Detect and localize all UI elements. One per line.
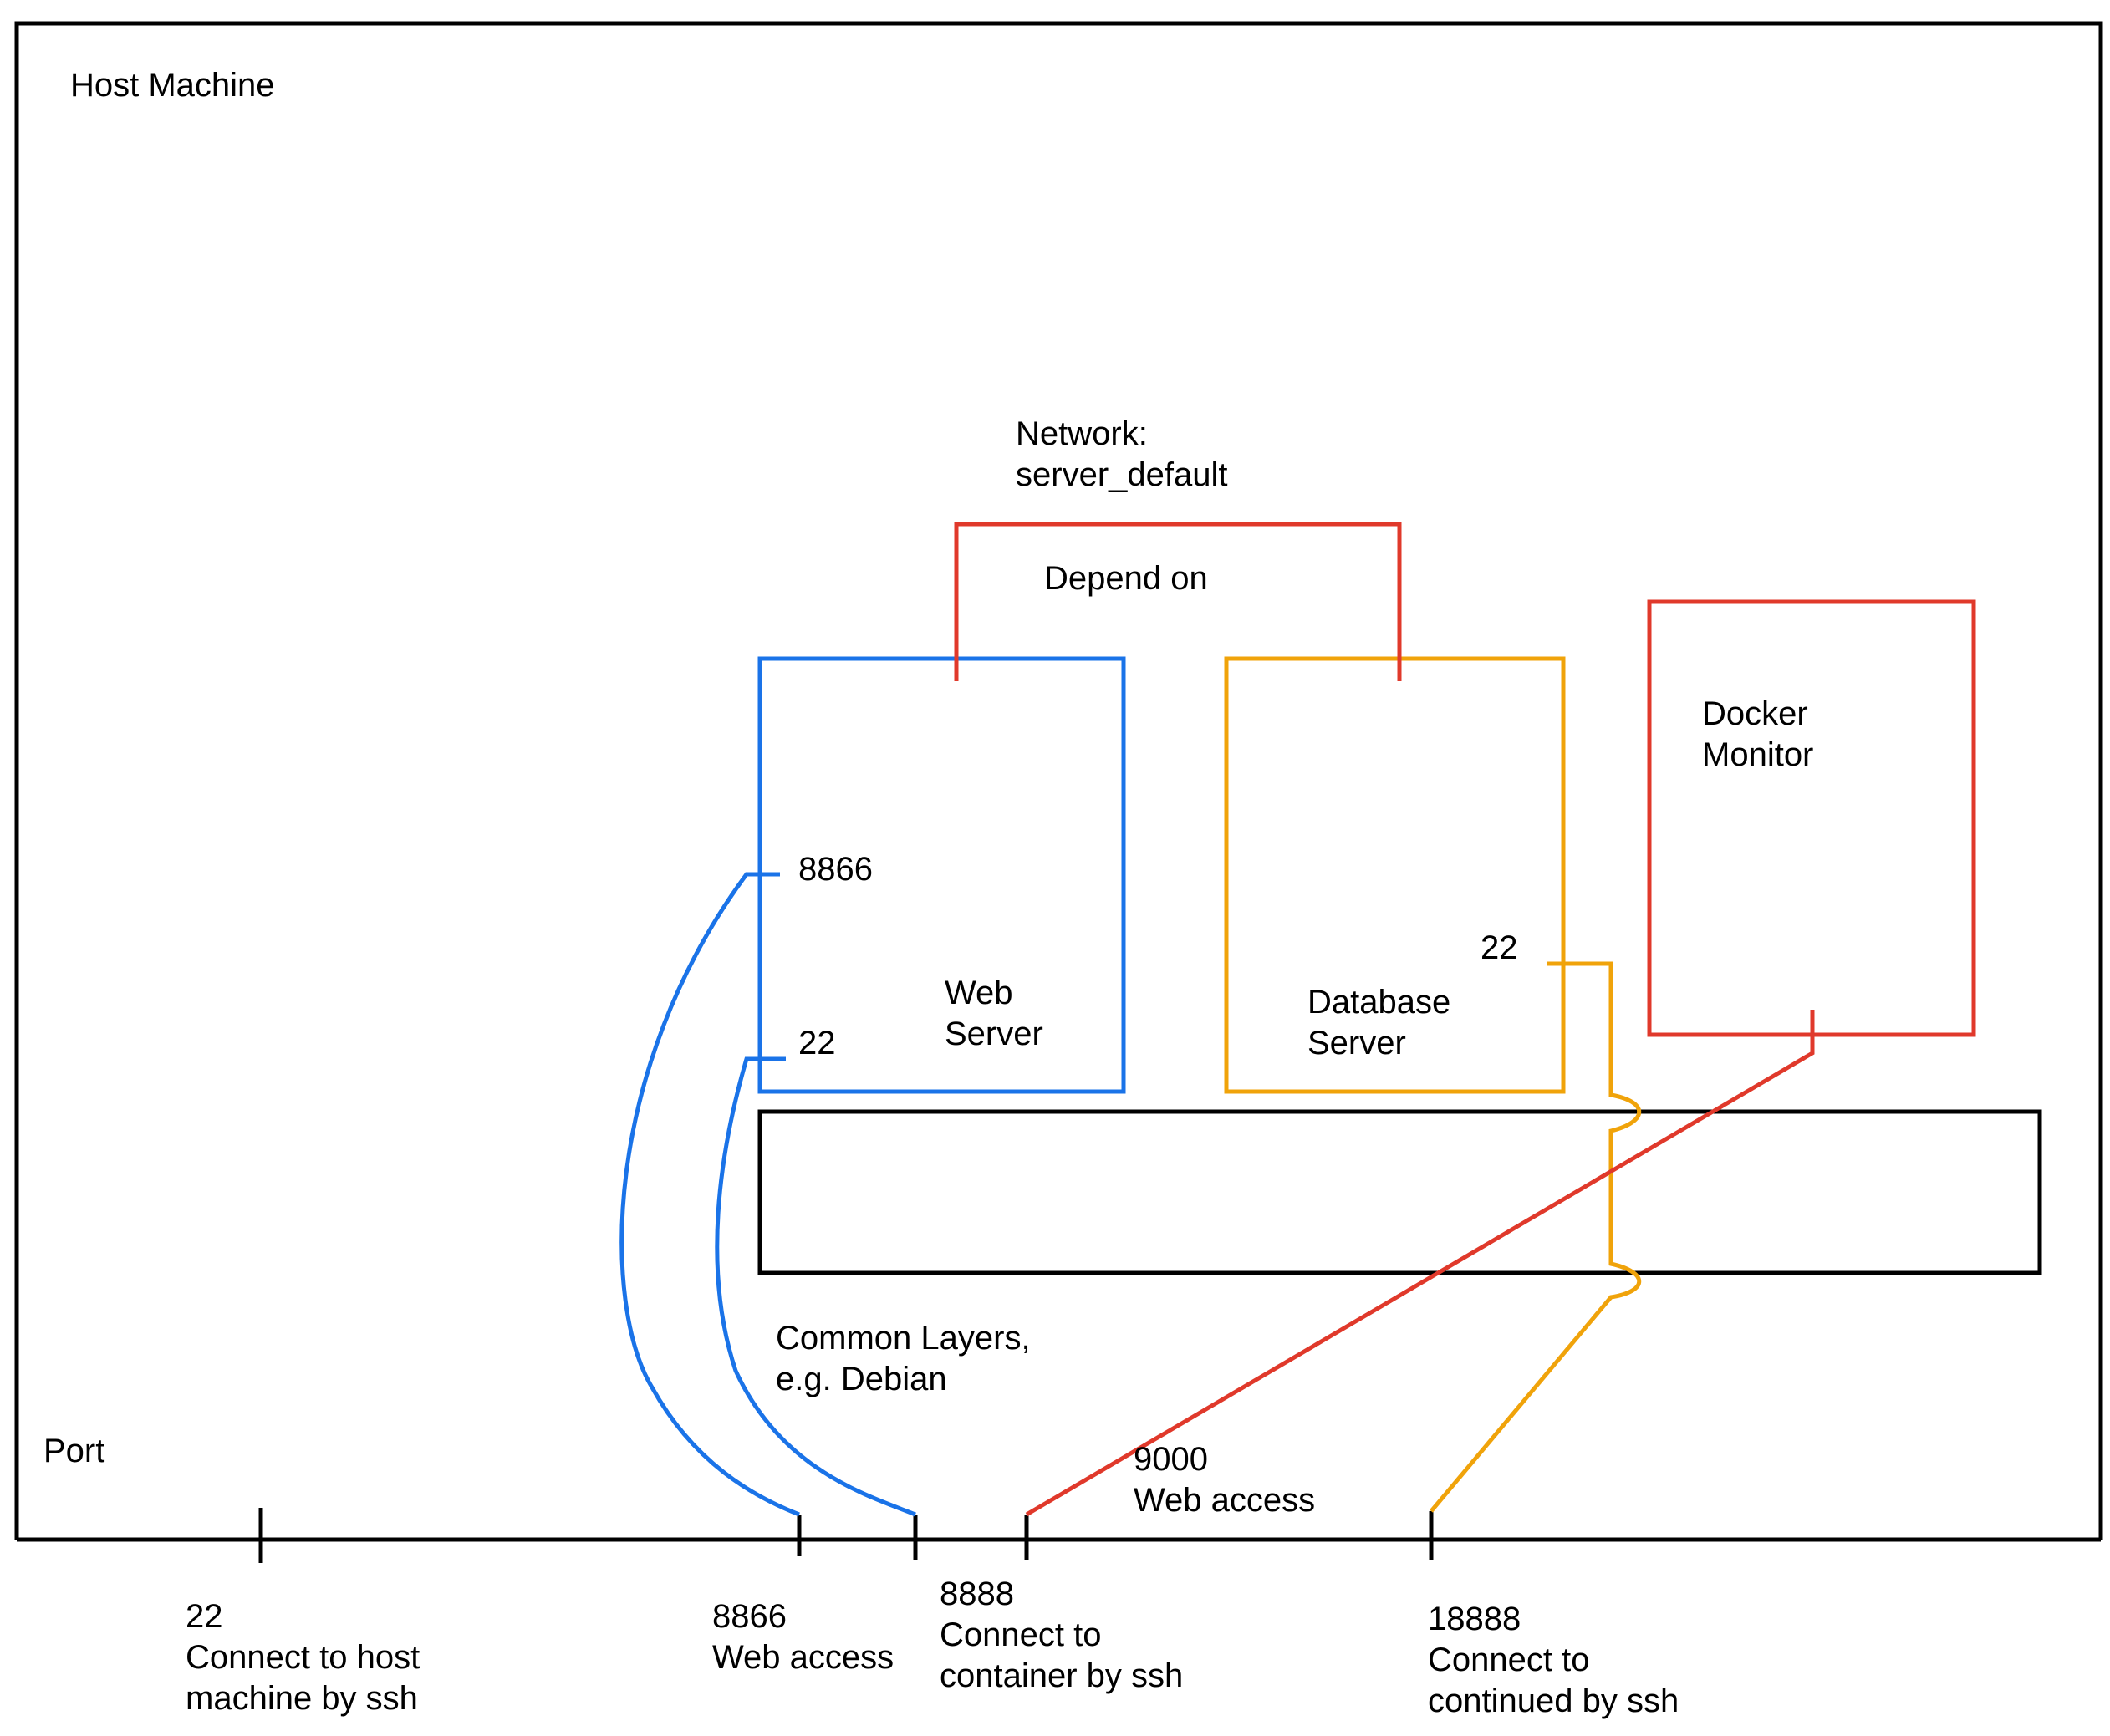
host-port-8888-number: 8888 [940,1576,1014,1612]
common-layers-label: Common Layers, e.g. Debian [776,1318,1031,1400]
docker-monitor-label-line2: Monitor [1702,736,1814,773]
docker-monitor-box [1647,599,1976,1037]
network-label-line2: server_default [1016,456,1228,493]
web-port-8866-label: 8866 [798,851,873,888]
monitor-port-9000-desc: Web access [1134,1482,1316,1519]
database-server-label: Database Server [1307,982,1450,1064]
docker-monitor-label: Docker Monitor [1702,694,1813,776]
common-layers-label-line2: e.g. Debian [776,1361,947,1397]
common-layers-box [757,1109,2042,1275]
host-port-18888-number: 18888 [1428,1601,1521,1637]
port-label: Port [43,1433,105,1469]
host-port-22-line2: machine by ssh [186,1680,418,1717]
common-layers-label-line1: Common Layers, [776,1320,1031,1357]
host-machine-title: Host Machine [70,67,275,104]
host-port-8888-label: 8888 Connect to container by ssh [940,1574,1183,1697]
web-22-link [715,1056,916,1517]
host-port-8866-label: 8866 Web access [712,1596,894,1678]
monitor-port-9000-label: 9000 Web access [1134,1439,1315,1521]
docker-monitor-label-line1: Docker [1702,695,1808,732]
host-port-22-line1: Connect to host [186,1639,420,1676]
host-port-18888-line1: Connect to [1428,1642,1590,1678]
depend-on-connector [954,522,1402,681]
network-label: Network: server_default [1016,414,1227,496]
web-server-label-line1: Web [945,975,1013,1011]
web-port-22-label: 22 [798,1025,836,1061]
host-port-8866-line1: Web access [712,1639,894,1676]
database-server-box [1224,656,1566,1094]
depend-on-label: Depend on [1044,560,1208,597]
host-port-8888-line1: Connect to [940,1616,1102,1653]
web-server-label: Web Server [945,973,1043,1055]
network-label-line1: Network: [1016,415,1148,452]
database-port-22-label: 22 [1481,929,1518,966]
database-server-label-line1: Database [1307,984,1451,1021]
web-server-label-line2: Server [945,1016,1043,1052]
monitor-9000-link [1025,1010,1815,1517]
database-server-label-line2: Server [1307,1025,1406,1061]
host-port-22-label: 22 Connect to host machine by ssh [186,1596,420,1719]
host-port-8866-number: 8866 [712,1598,787,1635]
monitor-port-9000-number: 9000 [1134,1441,1208,1478]
web-8866-link [619,872,800,1517]
host-port-22-number: 22 [186,1598,223,1635]
database-22-link [1430,961,1641,1513]
host-port-18888-label: 18888 Connect to continued by ssh [1428,1599,1679,1722]
host-port-8888-line2: container by ssh [940,1657,1184,1694]
host-machine-boundary [14,21,2103,1540]
host-port-18888-line2: continued by ssh [1428,1683,1679,1719]
